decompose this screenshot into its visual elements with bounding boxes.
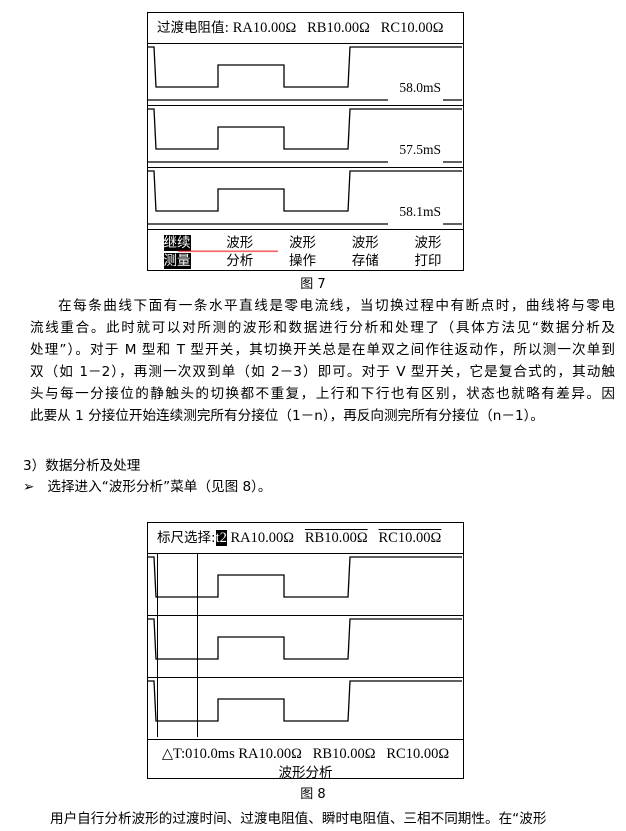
transition-time-label: 57.5mS (399, 142, 441, 157)
menu-waveform-analysis[interactable]: 波形分析 (226, 235, 254, 269)
menu-continue-measure[interactable]: 继续测量 (163, 235, 191, 269)
cursor-t2[interactable] (197, 554, 199, 737)
rb-value: RB10.00Ω (304, 530, 368, 546)
menu-waveform-print[interactable]: 波形打印 (414, 235, 442, 269)
ra-value: RA10.00Ω (230, 530, 295, 546)
footer-title: 波形分析 (278, 765, 333, 781)
figure-7-screen: 过渡电阻值: RA10.00Ω RB10.00Ω RC10.00Ω 58.0mS… (147, 12, 464, 271)
bullet-text: 选择进入“波形分析”菜单（见图 8）。 (47, 479, 272, 495)
spellcheck-underline (178, 250, 278, 253)
paragraph-line: 用户自行分析波形的过渡时间、过渡电阻值、瞬时电阻值、三相不同期性。在“波形 (50, 811, 547, 827)
waveform-trace (148, 556, 462, 598)
delta-t-values: △T:010.0ms RA10.00Ω RB10.00Ω RC10.00Ω (161, 746, 450, 762)
paragraph-line: 在每条曲线下面有一条水平直线是零电流线，当切换过程中有断点时，曲线将与零电 (58, 298, 615, 314)
paragraph-line: 此要从 1 分接位开始连续测完所有分接位（1－n），再反向测完所有分接位（n－1… (30, 408, 544, 424)
waveform-panel (148, 616, 463, 678)
header-label: 标尺选择: (157, 530, 216, 546)
rc-value: RC10.00Ω (378, 530, 442, 546)
figure-7-caption: 图 7 (300, 277, 326, 292)
bullet-item: ➢ 选择进入“波形分析”菜单（见图 8）。 (23, 476, 608, 498)
rb-value: RB10.00Ω (307, 20, 370, 36)
bullet-arrow-icon: ➢ (23, 479, 35, 495)
waveform-panel: 58.1mS (148, 168, 463, 230)
cursor-t1[interactable] (157, 554, 159, 737)
function-menu: 继续测量 波形分析 波形操作 波形存储 波形打印 (148, 230, 463, 270)
transition-time-label: 58.0mS (399, 80, 441, 95)
figure-8-screen: 标尺选择:t2 RA10.00Ω RB10.00Ω RC10.00Ω △T:01… (147, 522, 464, 781)
paragraph-line: 双（如 1－2），再测一次双到单（如 2－3）即可。对于 V 型开关，它是复合式… (30, 364, 615, 380)
selected-cursor[interactable]: t2 (215, 530, 227, 546)
waveform-trace (148, 170, 462, 225)
waveform-panel: 57.5mS (148, 106, 463, 168)
figure-8-caption: 图 8 (300, 787, 326, 802)
paragraph-line: 头与每一分接位的静触头的切换都不重复，上行和下行也有区别，状态也就略有差异。因 (30, 386, 615, 402)
waveform-panel (148, 554, 463, 616)
waveform-trace (148, 618, 462, 660)
transition-time-label: 58.1mS (399, 204, 441, 219)
cursor-select-header: 标尺选择:t2 RA10.00Ω RB10.00Ω RC10.00Ω (148, 523, 463, 554)
waveform-panel (148, 678, 463, 740)
section-heading: 3）数据分析及处理 (23, 458, 141, 474)
analysis-footer: △T:010.0ms RA10.00Ω RB10.00Ω RC10.00Ω 波形… (148, 740, 463, 783)
waveform-trace (148, 680, 462, 722)
menu-waveform-save[interactable]: 波形存储 (351, 235, 379, 269)
header-label: 过渡电阻值: (157, 20, 230, 36)
paragraph-line: 流线重合。此时就可以对所测的波形和数据进行分析和处理了（具体方法见“数据分析及 (30, 320, 615, 336)
waveform-panel: 58.0mS (148, 44, 463, 106)
waveform-trace (148, 46, 462, 101)
ra-value: RA10.00Ω (232, 20, 297, 36)
waveform-trace (148, 108, 462, 163)
rc-value: RC10.00Ω (380, 20, 444, 36)
resistance-header: 过渡电阻值: RA10.00Ω RB10.00Ω RC10.00Ω (148, 13, 463, 44)
menu-waveform-operation[interactable]: 波形操作 (289, 235, 316, 269)
paragraph-line: 处理”）。对于 M 型和 T 型开关，其切换开关总是在单双之间作往返动作，所以测… (30, 342, 615, 358)
